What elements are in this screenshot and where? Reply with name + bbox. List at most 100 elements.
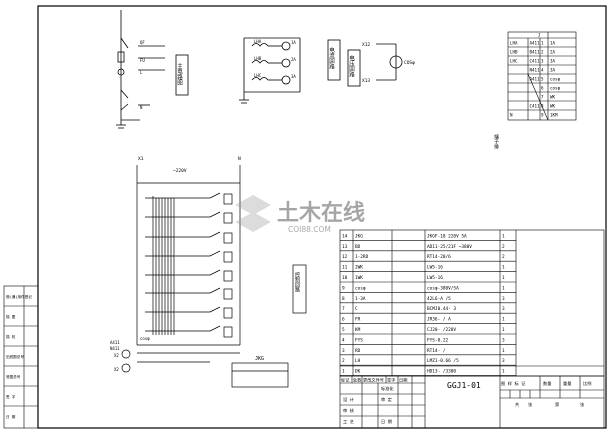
stage-h1: 数量 [543, 380, 551, 387]
left-strip-label: 描 校 [6, 334, 16, 339]
label-x2-a: X2 [114, 353, 119, 358]
parts-cell: 1 [502, 275, 505, 281]
parts-cell: LW5-16 [427, 265, 443, 271]
control-circuit [121, 165, 307, 388]
terminal-cell: WK [550, 104, 556, 109]
parts-cell: 1-2RD [355, 254, 369, 260]
parts-cell: cosφ-380V/5A [427, 285, 459, 291]
parts-cell: 2 [502, 244, 505, 250]
label-n411: N411 [110, 346, 120, 351]
title-block-text: 标记 处数 更改文件号 签字 日期 设 计 审 核 工 艺 标准化 审 定 日 … [341, 377, 591, 426]
rev-h1: 处数 [353, 377, 362, 384]
label-a411: A411 [110, 340, 120, 345]
parts-table-grid [339, 229, 605, 377]
sign-date: 日 期 [381, 419, 392, 425]
terminal-cell: 5 [541, 77, 544, 82]
terminal-cell: 1 [541, 41, 544, 46]
bus-n: N [238, 156, 241, 162]
parts-cell: FYS [355, 337, 363, 343]
terminal-cell: C411 [530, 104, 541, 109]
terminal-cell: 2 [541, 50, 544, 55]
parts-cell: 3 [502, 296, 505, 302]
watermark-subtext: COI88.COM [288, 225, 331, 234]
terminal-cell: 4 [541, 68, 544, 73]
label-qf: QF [140, 40, 145, 45]
label-cosphi-ctrl: cosφ [140, 336, 150, 341]
parts-cell: JR36- / A [427, 317, 451, 323]
terminal-cell: 3A [550, 59, 556, 64]
sheet-total-2: 张 [528, 401, 533, 408]
sheet-total-1: 共 [515, 401, 519, 408]
left-strip-label: 描 图 [6, 314, 16, 319]
terminal-cell: B411 [530, 50, 541, 55]
parts-cell: 1 [502, 369, 505, 375]
watermark: 土木在线 COI88.COM [235, 195, 365, 234]
watermark-logo-icon [235, 195, 271, 232]
current-circuit [239, 37, 341, 104]
sign-standard: 标准化 [381, 385, 394, 392]
parts-cell: CJ20- /220V [427, 327, 456, 333]
parts-cell: 1 [502, 285, 505, 291]
parts-cell: 12 [342, 254, 348, 260]
sign-approve: 审 定 [381, 396, 392, 403]
parts-cell: RT14-20/6 [427, 254, 451, 260]
parts-cell: C [355, 306, 358, 312]
left-strip-label: 借(通)用件登记 [6, 294, 32, 299]
parts-cell: LW5-16 [427, 275, 443, 281]
parts-cell: JKG [355, 233, 363, 239]
sign-process: 工 艺 [343, 419, 354, 424]
terminal-cell: LHB [510, 50, 518, 55]
terminal-table-title: 端子排 [493, 133, 499, 150]
parts-cell: RD [355, 348, 361, 354]
terminal-x13: X13 [362, 78, 370, 84]
stage-h3: 比例 [583, 380, 591, 387]
parts-cell: 2 [502, 254, 505, 260]
bus-x1: X1 [138, 156, 144, 162]
terminal-cell: LHA [510, 41, 518, 46]
parts-cell: LMZ1-0.66 /5 [427, 358, 459, 364]
terminal-cell: LHC [510, 59, 518, 64]
parts-cell: 14 [342, 233, 348, 239]
parts-cell: 42L6-A /5 [427, 296, 451, 302]
label-1a: 1A [291, 40, 296, 45]
label-x2-b: X2 [114, 367, 119, 372]
title-block-grid [339, 375, 605, 429]
parts-cell: FR [355, 317, 361, 323]
terminal-cell: cosφ [550, 77, 561, 82]
left-strip-label: 签 字 [6, 394, 16, 399]
label-l: L [140, 70, 143, 75]
parts-cell: LH [355, 358, 361, 364]
parts-cell: 10 [342, 275, 348, 281]
sheet-no-1: 第 [555, 401, 559, 408]
parts-cell: 6 [342, 317, 345, 323]
left-strip-grid [3, 285, 39, 429]
terminal-cell: WK [550, 95, 556, 100]
stage-h0: 图 样 标 记 [501, 380, 526, 387]
terminal-cell: 9 [541, 113, 544, 118]
voltage-circuit-labels: X12 X13 COSφ [362, 42, 415, 84]
left-strip-label: 旧底图总号 [6, 354, 24, 359]
label-lhb: LHB [254, 56, 262, 61]
parts-cell: 1 [502, 317, 505, 323]
current-circuit-title: 电流回路 [328, 46, 335, 71]
left-strip-label: 底图总号 [6, 374, 21, 379]
label-lhc: LHC [254, 73, 262, 78]
control-circuit-labels: X1 N ~220V A411 N411 cosφ X2 X2 JKG [110, 156, 264, 372]
parts-cell: 3 [502, 358, 505, 364]
terminal-cell: C411 [530, 59, 541, 64]
label-jkg: JKG [255, 356, 264, 362]
parts-cell: FYS-0.22 [427, 337, 449, 343]
parts-cell: 11 [342, 265, 348, 271]
terminal-cell: 3 [541, 59, 544, 64]
main-power-circuit [116, 10, 189, 129]
parts-cell: 1 [502, 327, 505, 333]
parts-cell: DK [355, 369, 361, 375]
meter-cosphi: COSφ [404, 60, 415, 66]
terminal-cell: A411 [530, 77, 541, 82]
current-circuit-labels: LHA LHB LHC 1A 2A 3A [254, 39, 296, 79]
parts-cell: JKGF-18 220V 5A [427, 233, 467, 239]
parts-cell: HD13- /3300 [427, 369, 456, 375]
rev-h0: 标记 [341, 377, 350, 384]
